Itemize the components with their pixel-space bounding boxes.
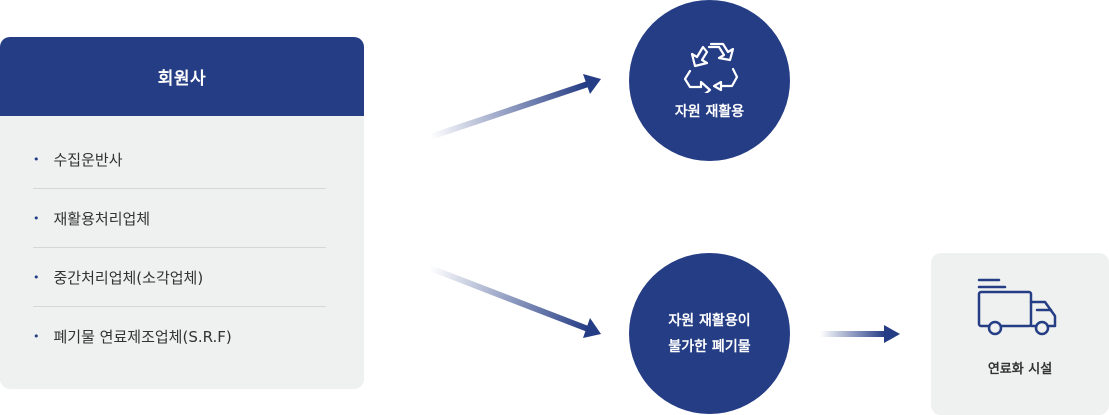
list-item: • 수집운반사 [33, 130, 326, 189]
truck-icon [977, 278, 1057, 336]
recycle-circle: 자원 재활용 [629, 0, 790, 161]
fuel-facility-label: 연료화 시설 [987, 362, 1053, 377]
list-item-label: 폐기물 연료제조업체(S.R.F) [53, 327, 232, 346]
list-item: • 폐기물 연료제조업체(S.R.F) [33, 307, 326, 365]
fuel-facility-card: 연료화 시설 [931, 253, 1109, 415]
members-list: • 수집운반사 • 재활용처리업체 • 중간처리업체(소각업체) • 폐기물 연료제조업… [0, 116, 364, 365]
list-item: • 중간처리업체(소각업체) [33, 248, 326, 307]
bullet-icon: • [33, 270, 40, 284]
list-item: • 재활용처리업체 [33, 189, 326, 248]
recycle-icon [683, 42, 738, 93]
recycle-label: 자원 재활용 [674, 103, 745, 120]
waste-label-line2: 불가한 폐기물 [668, 338, 751, 355]
arrow-to-fuel [820, 325, 900, 343]
waste-circle: 자원 재활용이 불가한 폐기물 [629, 253, 790, 414]
list-item-label: 수집운반사 [53, 150, 123, 169]
list-item-label: 재활용처리업체 [53, 209, 151, 228]
arrow-to-recycle [429, 74, 601, 140]
waste-label-line1: 자원 재활용이 [668, 312, 751, 329]
bullet-icon: • [33, 329, 40, 343]
list-item-label: 중간처리업체(소각업체) [53, 268, 204, 287]
bullet-icon: • [33, 211, 40, 225]
bullet-icon: • [33, 152, 40, 166]
members-card: 회원사 • 수집운반사 • 재활용처리업체 • 중간처리업체(소각업체) • 폐기물 연… [0, 37, 364, 389]
arrow-to-waste [428, 265, 601, 338]
members-title: 회원사 [0, 37, 364, 116]
